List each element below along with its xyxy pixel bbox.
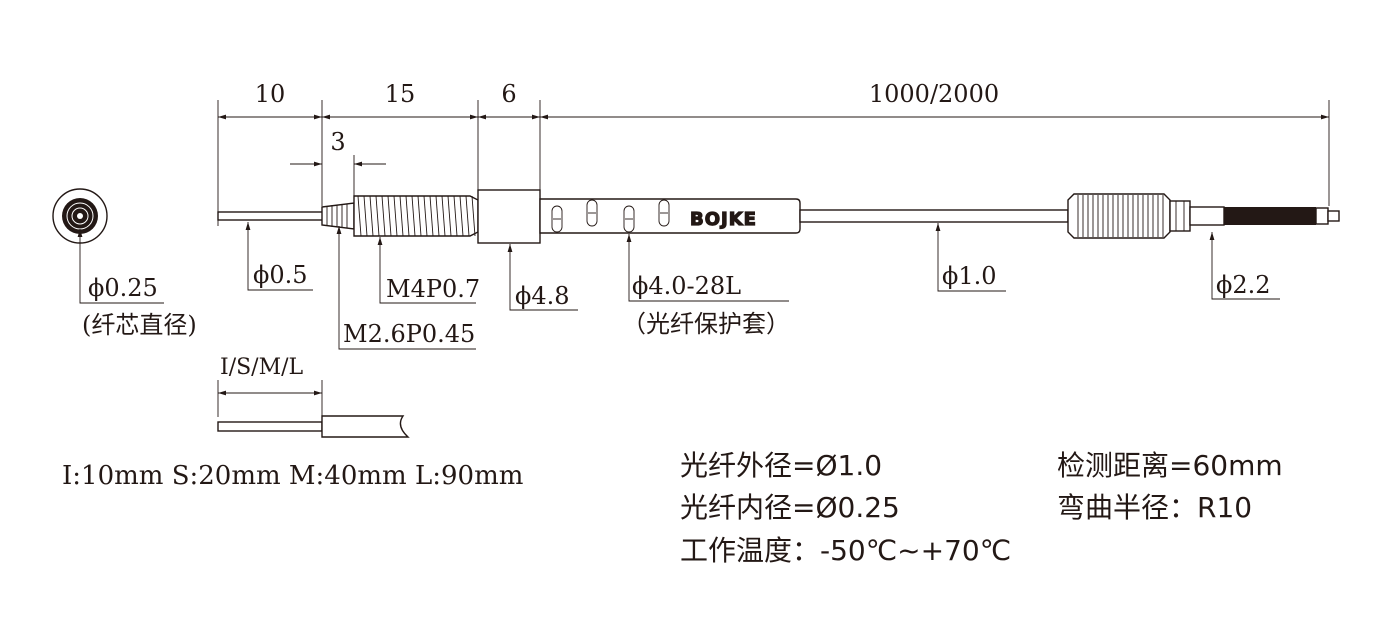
spec-outer-diameter: 光纤外径=Ø1.0 [680, 449, 882, 482]
connector-diameter-label: ϕ2.2 [1216, 271, 1271, 299]
protective-sleeve: BOJKE [539, 198, 801, 234]
dim-3-label: 3 [330, 128, 345, 156]
spec-detect-distance: 检测距离=60mm [1057, 449, 1283, 482]
core-diameter-label: ϕ0.25 [88, 274, 158, 302]
spec-temperature: 工作温度：-50℃~+70℃ [680, 534, 1011, 567]
probe-tip-fiber [217, 211, 329, 221]
spec-bend-radius: 弯曲半径：R10 [1057, 491, 1252, 524]
dim-10-label: 10 [255, 80, 286, 108]
brand-logo: BOJKE [690, 209, 757, 230]
length-code-label: I/S/M/L [220, 355, 304, 380]
collar [477, 189, 541, 244]
sleeve-note-label: （光纤保护套） [622, 310, 790, 338]
collar-diameter-label: ϕ4.8 [515, 282, 570, 310]
fiber-cable [799, 209, 1069, 223]
thread-m4 [353, 195, 479, 237]
core-diameter-note: (纤芯直径) [82, 311, 197, 339]
connector [1067, 193, 1340, 239]
dim-15-label: 15 [385, 80, 416, 108]
sleeve-spec-label: ϕ4.0-28L [632, 272, 741, 300]
thread-m4-label: M4P0.7 [386, 275, 480, 303]
length-option-detail [217, 380, 410, 438]
spec-inner-diameter: 光纤内径=Ø0.25 [680, 491, 900, 524]
thread-m26 [321, 202, 355, 230]
tip-diameter-label: ϕ0.5 [253, 261, 308, 289]
thread-m26-label: M2.6P0.45 [343, 320, 475, 348]
dim-1000-label: 1000/2000 [869, 80, 999, 108]
dimension-lines [218, 114, 1329, 167]
length-options-text: I:10mm S:20mm M:40mm L:90mm [62, 461, 523, 491]
fiber-diameter-label: ϕ1.0 [942, 262, 997, 290]
leader-lines [77, 222, 1280, 350]
dim-6-label: 6 [501, 80, 516, 108]
fiber-core-end-view [52, 188, 108, 244]
